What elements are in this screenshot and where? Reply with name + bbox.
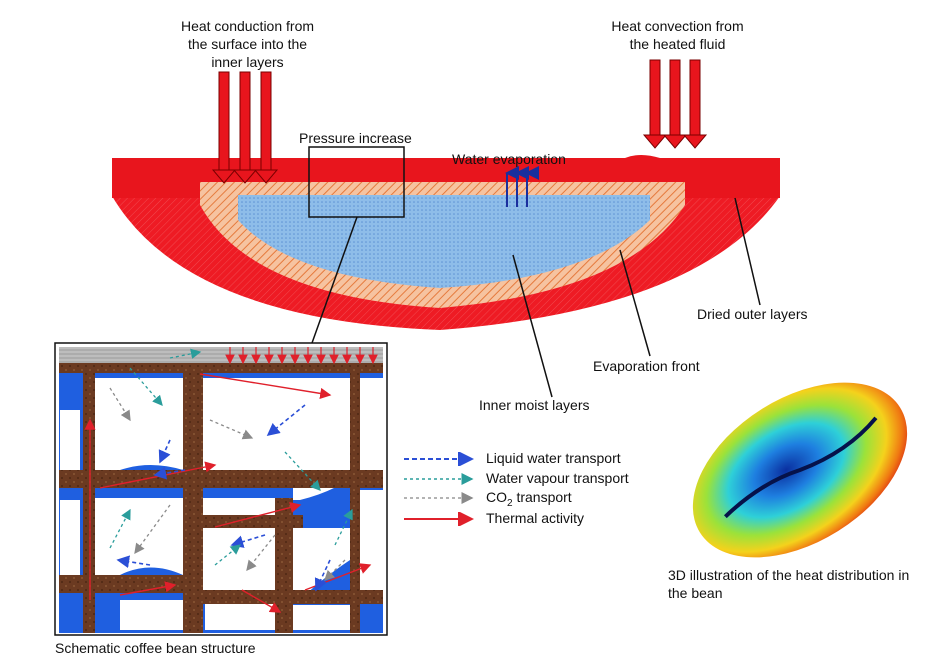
liquid-water-arrows xyxy=(116,404,331,592)
label-heat-convection: Heat convection from the heated fluid xyxy=(590,17,765,53)
vapour-arrows xyxy=(109,348,353,566)
convection-arrow-1 xyxy=(642,59,668,149)
heat-conduction-line-3: inner layers xyxy=(211,54,284,70)
conduction-arrow-2 xyxy=(232,71,258,184)
label-schematic-caption: Schematic coffee bean structure xyxy=(55,640,256,656)
inner-moist-core-shape xyxy=(238,195,650,288)
heat-3d-caption-line-2: the bean xyxy=(668,585,723,601)
legend-co2-swatch xyxy=(404,492,474,504)
leader-dried-outer xyxy=(734,197,761,306)
legend-co2-main: CO xyxy=(486,489,507,505)
convection-arrows xyxy=(642,59,708,149)
leader-evaporation-front xyxy=(619,249,651,357)
label-water-evaporation: Water evaporation xyxy=(452,151,566,167)
evaporation-arrows xyxy=(505,166,539,207)
legend-liquid-water-swatch xyxy=(404,452,474,466)
co2-arrows xyxy=(109,387,346,581)
label-pressure-increase: Pressure increase xyxy=(299,130,412,146)
legend-liquid-water-label: Liquid water transport xyxy=(486,450,621,466)
bean-cross-section xyxy=(112,146,780,330)
legend-co2-label: CO2 transport xyxy=(486,489,572,509)
heat-conduction-line-1: Heat conduction from xyxy=(180,18,315,34)
label-dried-outer-layers: Dried outer layers xyxy=(697,306,808,322)
heat-3d-caption-line-1: 3D illustration of the heat distribution… xyxy=(668,567,910,583)
cell-walls xyxy=(59,363,383,633)
bean-crease xyxy=(723,416,878,519)
heat-convection-line-2: the heated fluid xyxy=(629,36,726,52)
schematic-top-surface xyxy=(59,347,383,363)
legend-water-vapour-swatch xyxy=(404,473,474,485)
conduction-arrows xyxy=(211,71,279,184)
leader-inner-moist xyxy=(512,254,553,398)
legend-thermal-label: Thermal activity xyxy=(486,510,585,526)
label-inner-moist-layers: Inner moist layers xyxy=(479,397,590,413)
leader-lines xyxy=(311,197,761,398)
label-evaporation-front: Evaporation front xyxy=(593,358,700,374)
schematic-panel xyxy=(54,342,388,636)
conduction-arrow-1 xyxy=(211,71,237,184)
legend-thermal-swatch xyxy=(404,512,474,526)
legend-water-vapour-label: Water vapour transport xyxy=(486,470,629,486)
legend-co2-sub: 2 xyxy=(507,497,513,509)
conduction-arrow-3 xyxy=(253,71,279,184)
heat-conduction-line-2: the surface into the xyxy=(187,36,308,52)
label-heat-conduction: Heat conduction from the surface into th… xyxy=(160,17,335,71)
label-heat-3d-caption: 3D illustration of the heat distribution… xyxy=(668,566,909,602)
surface-heat-arrows xyxy=(225,347,378,365)
convection-arrow-3 xyxy=(682,59,708,149)
convection-arrow-2 xyxy=(662,59,688,149)
heat-convection-line-1: Heat convection from xyxy=(611,18,744,34)
heat-3d-bean xyxy=(692,382,908,558)
leader-pressure xyxy=(311,216,358,344)
legend-co2-tail: transport xyxy=(512,489,572,505)
